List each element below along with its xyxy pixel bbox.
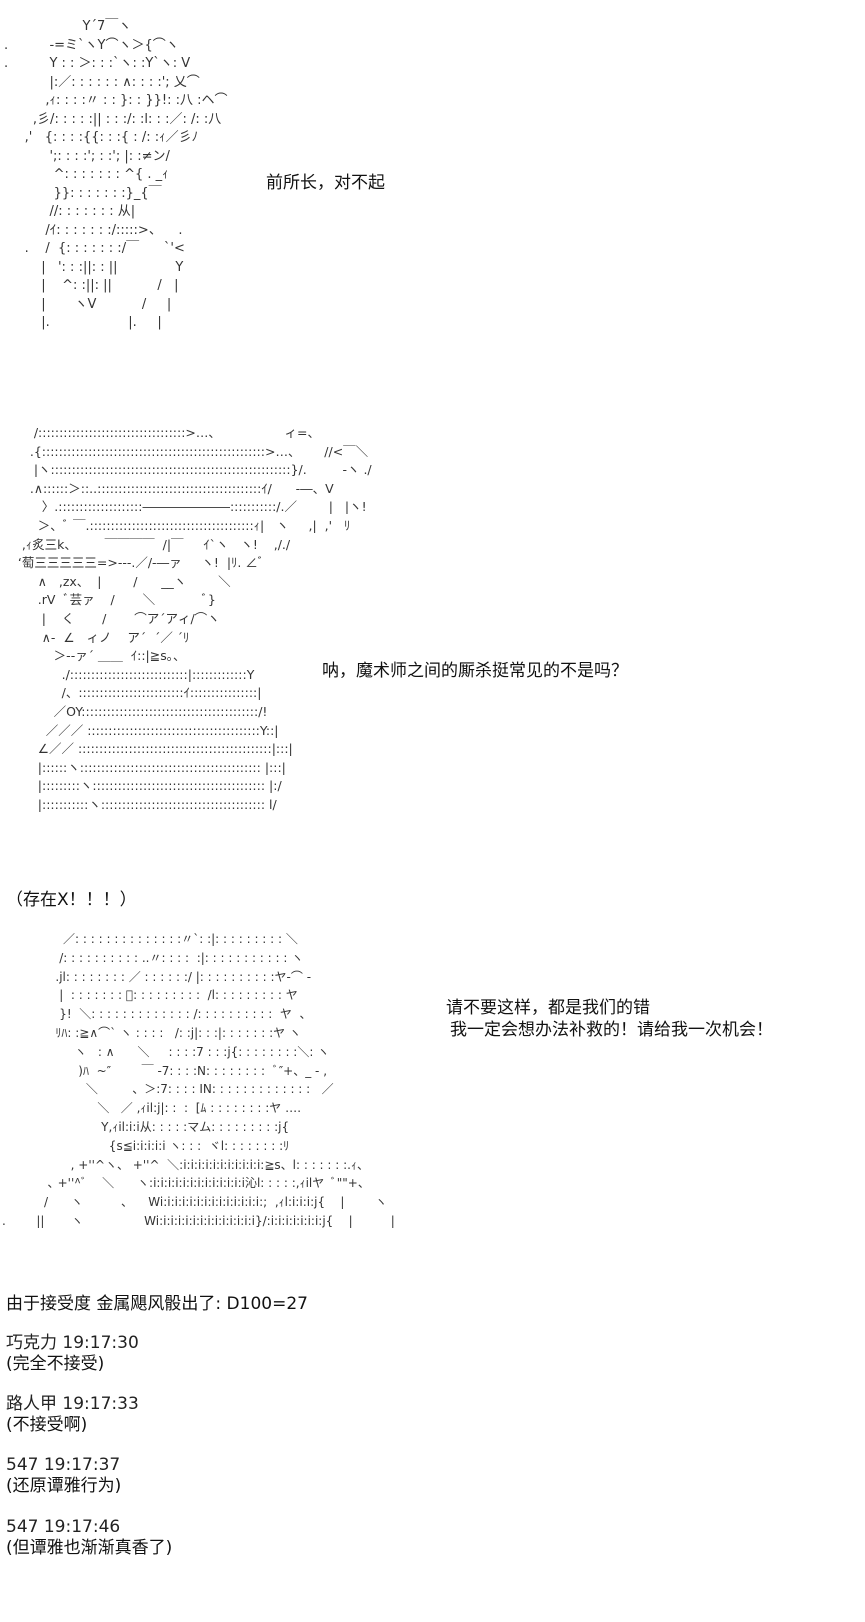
comment-time: 19:17:33 — [62, 1394, 139, 1414]
comment-author: 路人甲 — [6, 1394, 57, 1414]
dialog-question: 呐，魔术师之间的厮杀挺常见的不是吗？ — [322, 661, 628, 681]
comment-time: 19:17:30 — [62, 1333, 139, 1353]
dialog-plea-line-1: 请不要这样，都是我们的错 — [446, 998, 650, 1018]
ascii-art-figure-1: Y´7￣ヽ . ‐=ミ`ヽY⌒ヽ＞{⌒ヽ . Y : : ＞: : :`ヽ: :… — [4, 19, 228, 330]
comment-meta: 巧克力 19:17:30 — [6, 1333, 139, 1354]
comment-meta: 路人甲 19:17:33 — [6, 1394, 139, 1415]
ascii-art-figure-3: ／: : : : : : : : : : : : : :〃`: :|: : : … — [2, 932, 395, 1228]
comment-1: 巧克力 19:17:30 (完全不接受) — [6, 1333, 139, 1375]
comment-time: 19:17:46 — [43, 1517, 121, 1537]
comment-meta: 547 19:17:46 — [6, 1517, 172, 1538]
comment-meta: 547 19:17:37 — [6, 1455, 121, 1476]
dialog-apology: 前所长，对不起 — [266, 173, 385, 193]
comment-text: (完全不接受) — [6, 1354, 105, 1374]
comment-text: (但谭雅也渐渐真香了) — [6, 1538, 173, 1558]
comment-time: 19:17:37 — [43, 1455, 121, 1475]
aside-text: （存在X！！！） — [6, 890, 137, 910]
ascii-art-figure-2: /:::::::::::::::::::::::::::::::::::>…、 … — [17, 425, 372, 812]
comment-author: 547 — [6, 1517, 39, 1537]
comment-2: 路人甲 19:17:33 (不接受啊) — [6, 1394, 139, 1436]
comment-3: 547 19:17:37 (还原谭雅行为) — [6, 1455, 121, 1497]
comment-text: (还原谭雅行为) — [6, 1476, 122, 1496]
comment-4: 547 19:17:46 (但谭雅也渐渐真香了) — [6, 1517, 172, 1559]
dialog-plea-line-2: 我一定会想办法补救的！请给我一次机会！ — [450, 1020, 773, 1040]
comment-author: 547 — [6, 1455, 39, 1475]
roll-result: 由于接受度 金属飓风骰出了: D100=27 — [6, 1294, 308, 1314]
comment-text: (不接受啊) — [6, 1415, 88, 1435]
comment-author: 巧克力 — [6, 1333, 57, 1353]
